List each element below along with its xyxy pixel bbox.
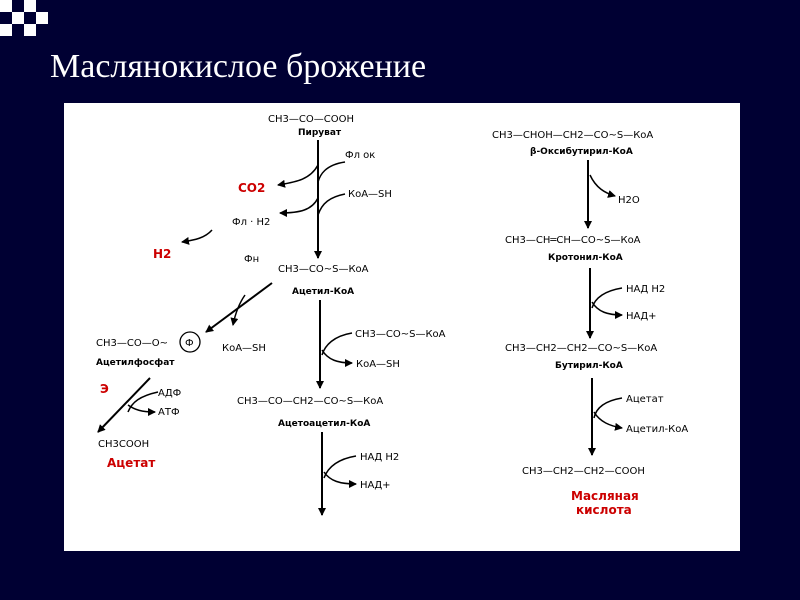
acetylphosphate-to-acetate-arrow [97,377,151,433]
koa-sh-in-label: КоА—SH [348,189,392,200]
adf-label: АДФ [158,388,182,399]
phi-ok-arc [317,161,346,183]
corner-decoration [0,0,50,50]
pyruvate-label: Пируват [298,128,342,138]
acetate-in-arc [593,397,623,419]
acetoacetyl-label: Ацетоацетил-КоА [278,419,370,429]
h2o-label: H2O [618,195,640,206]
enzyme-e-label: Э [100,382,109,396]
nad-h2-left-label: НАД Н2 [360,452,399,463]
crotonyl-label: Кротонил-КоА [548,253,623,263]
h2-release-arc [181,229,213,245]
oxybutyryl-label: β-Оксибутирил-КоА [530,146,633,157]
koa-sh-out-label: КоА—SH [222,343,266,354]
butyryl-label: Бутирил-КоА [555,361,623,371]
butyryl-formula: CH3—CH2—CH2—CO~S—КоА [505,343,657,354]
acetate-formula: CH3COOH [98,439,149,450]
nad-h2-arc-right [591,287,623,309]
atf-arc [127,404,156,416]
phi-h2-label: Фл · Н2 [232,217,270,228]
slide-title: Маслянокислое брожение [50,48,427,85]
nad-plus-arc-right [591,301,623,319]
acetylphosphate-formula: CH3—CO—O~ [96,338,168,349]
koa-sh-out-arc [230,294,246,326]
phi-n-label: Фн [244,254,259,265]
phi-ok-label: Фл ок [345,150,375,161]
nad-h2-right-label: НАД Н2 [626,284,665,295]
acetate-label: Ацетат [107,456,155,470]
phosphate-symbol: Ф [185,338,194,349]
nad-plus-left-label: НАД+ [360,480,391,491]
acetyl-koa-out-arc [593,411,623,431]
acetyl-koa-out-label: Ацетил-КоА [626,424,688,435]
oxybutyryl-formula: CH3—CHOH—CH2—CO~S—КоА [492,130,653,141]
butyric-label-line1: Масляная [571,489,639,503]
acetoacetyl-formula: CH3—CO—CH2—CO~S—КоА [237,396,383,407]
diagram-panel: CH3—CO—COOH Пируват Фл ок CO2 КоА—SH Фл … [64,103,740,551]
co2-label: CO2 [238,181,265,195]
nad-plus-right-label: НАД+ [626,311,657,322]
koa-sh-in-arc [317,193,346,216]
acetyl-koa-label: Ацетил-КоА [292,287,354,297]
co2-arc [277,164,319,188]
koa-sh-release-label: КоА—SH [356,359,400,370]
acetylphosphate-label: Ацетилфосфат [96,358,175,368]
fermentation-diagram: CH3—CO—COOH Пируват Фл ок CO2 КоА—SH Фл … [96,114,688,517]
phi-h2-arc [279,197,319,217]
crotonyl-formula: CH3—CH═CH—CO~S—КоА [505,235,641,246]
nad-h2-arc-left [323,455,357,479]
acetate-in-label: Ацетат [626,394,664,405]
butyric-label-line2: кислота [576,503,632,517]
atf-label: АТФ [158,407,180,418]
acetyl-koa-in-arc [321,332,353,356]
nad-plus-arc-left [323,471,357,488]
acetyl-koa-formula: CH3—CO~S—КоА [278,264,369,275]
h2o-arc [589,174,616,198]
pyruvate-formula: CH3—CO—COOH [268,114,354,125]
koa-sh-release-arc [321,349,353,367]
butyric-formula: CH3—CH2—CH2—COOH [522,466,645,477]
h2-label: H2 [153,247,171,261]
acetyl-koa-in-formula: CH3—CO~S—КоА [355,329,446,340]
adf-arc [127,391,159,413]
phosphate-circle [179,331,201,353]
